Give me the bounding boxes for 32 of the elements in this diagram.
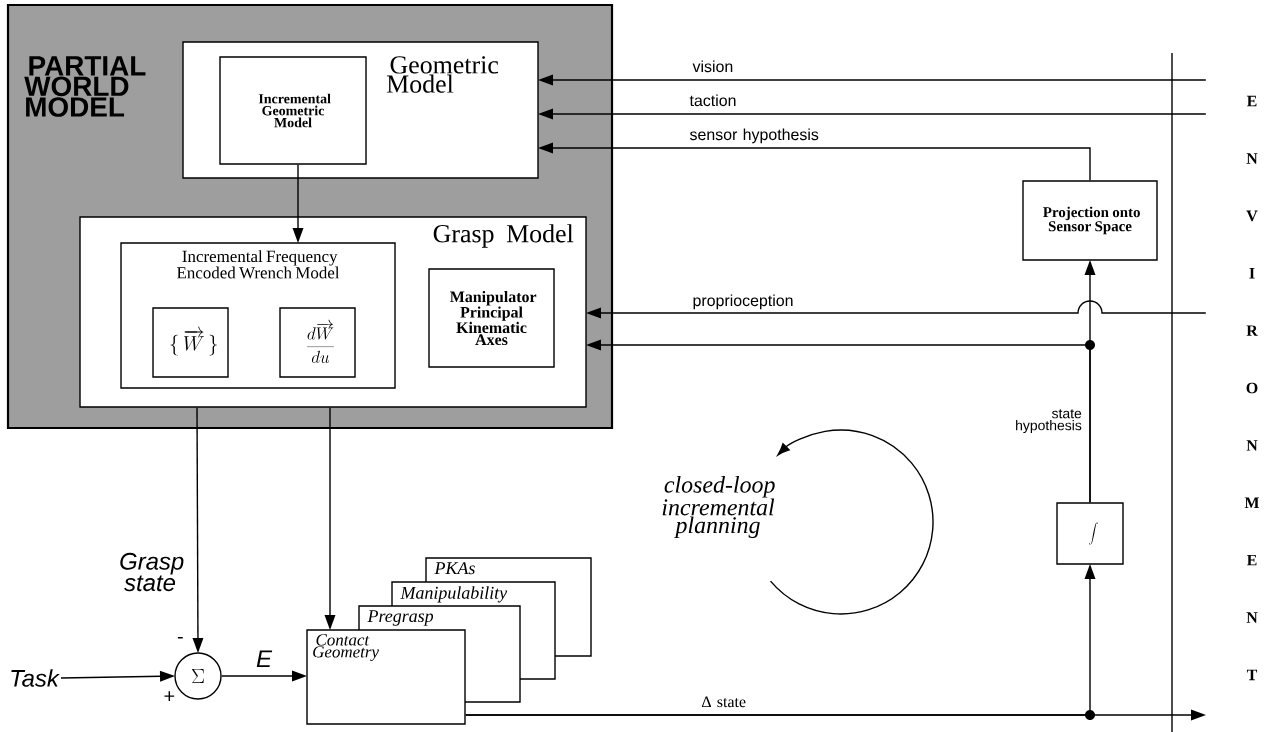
edge-label: Δ state	[702, 696, 746, 708]
summing-junction: $\Sigma$	[174, 652, 222, 700]
input-label: Task	[11, 669, 60, 687]
arrow	[538, 74, 1207, 86]
edge-label: E	[256, 650, 273, 667]
edge-label: vision	[692, 60, 733, 73]
formula-box: $\{\,\overrightarrow{W}\,\}$	[152, 307, 229, 378]
arrow	[538, 108, 1207, 120]
formula-box: $\frac{d\overrightarrow{W}}{du}$	[279, 307, 356, 378]
edge-label: Grasp state	[120, 552, 184, 592]
arrow	[324, 407, 336, 630]
stacked-card: Contact Geometry	[306, 629, 466, 725]
environment-label: ENVIRONMENT	[1244, 95, 1260, 681]
process-box: Manipulator Principal Kinematic Axes	[428, 268, 555, 368]
edge-label: sensor hypothesis	[689, 128, 819, 144]
arrow	[60, 670, 175, 682]
process-box: Projection onto Sensor Space	[1022, 180, 1158, 261]
arrow	[1084, 260, 1096, 503]
loop-caption: closed-loop incremental planning	[662, 475, 775, 539]
arrow	[292, 164, 304, 243]
arrow	[221, 670, 307, 682]
integrator-box: $\int$	[1056, 502, 1124, 565]
arrow	[586, 300, 1207, 319]
arrow	[192, 407, 204, 653]
arrow	[465, 709, 1206, 721]
edge-label: proprioception	[693, 294, 793, 310]
process-box: Incremental Geometric Model	[219, 56, 367, 165]
arrow	[538, 142, 1091, 181]
sign-label: -	[177, 636, 183, 639]
edge-label: state hypothesis	[1016, 409, 1082, 434]
edge-label: taction	[689, 94, 736, 107]
sign-label: +	[164, 691, 175, 701]
